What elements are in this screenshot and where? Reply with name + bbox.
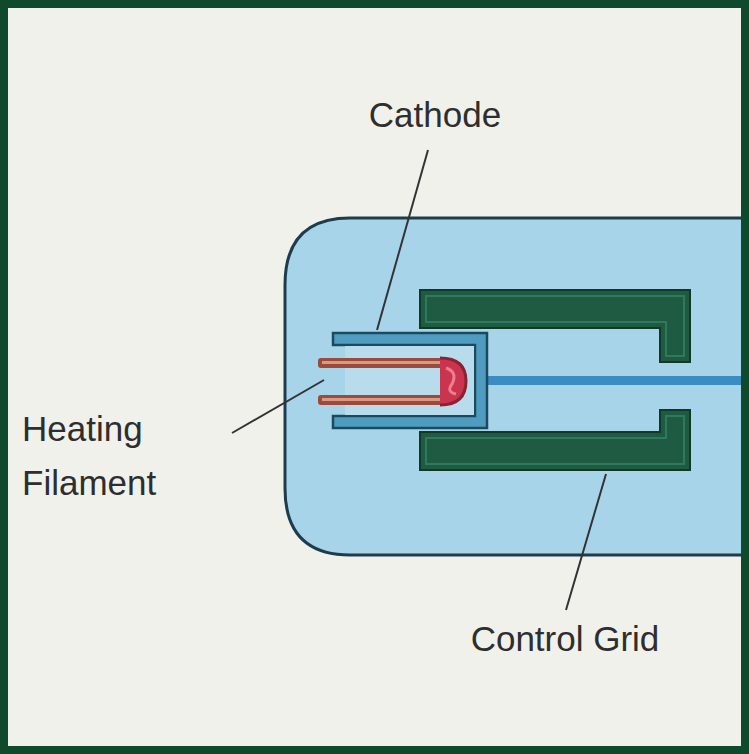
tube-body <box>285 218 741 555</box>
part-label: Control Grid <box>460 612 670 666</box>
leader-line <box>232 380 324 433</box>
filament-coil-turn <box>446 368 456 394</box>
cathode-cup <box>333 333 487 428</box>
filament-wire-bottom <box>318 395 450 405</box>
filament-wire-top <box>318 358 450 368</box>
filament-wire-top-highlight <box>322 361 446 364</box>
filament-coil <box>440 358 466 405</box>
filament-wire-bottom-highlight <box>322 398 446 401</box>
cathode-cup-inner <box>345 345 475 416</box>
leader-line <box>377 150 428 330</box>
part-label: Heating Filament <box>22 402 242 511</box>
tube-outline <box>285 218 741 555</box>
part-label: Cathode <box>320 88 550 142</box>
leader-line <box>566 474 606 610</box>
electron-beam <box>470 376 741 385</box>
